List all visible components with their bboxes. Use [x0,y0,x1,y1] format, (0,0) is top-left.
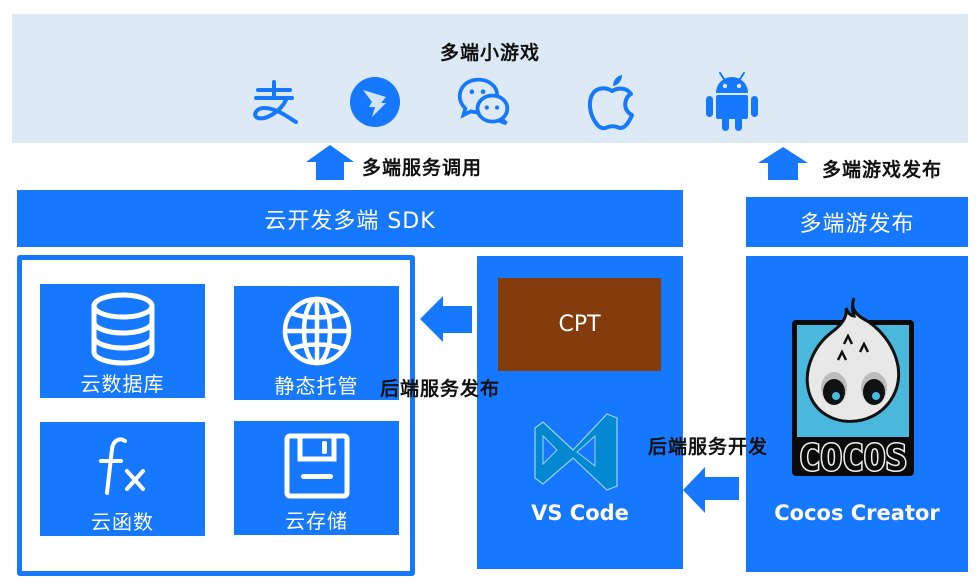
cocos-logo-icon: COCOS [790,296,918,484]
platforms-banner: 多端小游戏 [12,14,968,143]
service-tile-static-hosting: 静态托管 [234,286,399,400]
storage-icon [279,429,355,503]
service-label: 云存储 [285,509,348,533]
banner-title: 多端小游戏 [439,42,540,64]
sdk-bar-label: 云开发多端 SDK [264,208,436,234]
game-publish-label: 多端游戏发布 [822,159,943,181]
publish-bar-label: 多端游发布 [799,212,915,237]
publish-bar: 多端游发布 [746,197,968,247]
service-call-label: 多端服务调用 [362,157,483,179]
database-icon [85,292,161,366]
backend-publish-label: 后端服务发布 [380,378,501,400]
service-label: 云函数 [91,510,154,534]
service-tile-storage: 云存储 [234,421,399,535]
service-tile-function: 云函数 [40,422,205,536]
cocos-tool: Cocos Creator [746,501,968,525]
service-label: 静态托管 [274,374,359,398]
dingtalk-icon [347,72,403,132]
sdk-bar: 云开发多端 SDK [17,190,683,247]
service-tile-database: 云数据库 [40,284,205,398]
service-label: 云数据库 [80,372,165,396]
left-arrow-icon [683,467,740,518]
up-arrow-icon [306,145,354,185]
apple-icon [584,72,640,132]
left-arrow-icon [420,296,473,347]
cpt-plugin-box: CPT [498,278,661,371]
function-icon [85,430,161,504]
globe-icon [279,294,355,368]
wechat-icon [456,72,512,132]
cocos-logo-text: COCOS [799,438,907,479]
vscode-label: VS Code [531,501,629,525]
vscode-tool: VS Code [477,501,683,525]
android-icon [704,72,760,132]
vscode-logo-icon [533,410,619,498]
alipay-icon [248,72,304,132]
cpt-label: CPT [558,312,601,337]
backend-dev-label: 后端服务开发 [648,436,769,458]
cocos-label: Cocos Creator [774,501,940,525]
up-arrow-icon [758,147,808,185]
